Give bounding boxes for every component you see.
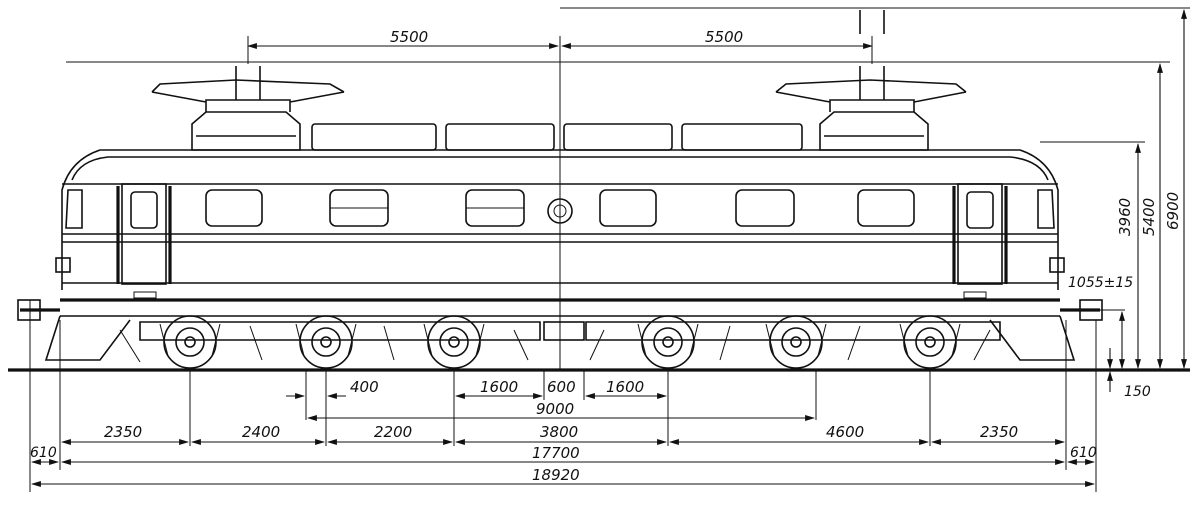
running-gear [17,299,1103,369]
dim-9000: 9000 [536,400,574,418]
dim-1600-b: 1600 [606,378,644,396]
dim-4600: 4600 [826,423,864,441]
dim-1600-a: 1600 [480,378,518,396]
dim-6900: 6900 [1164,192,1182,230]
dimension-lines [29,7,1190,492]
dim-5400: 5400 [1140,198,1158,236]
dim-400: 400 [350,378,379,396]
dim-3960: 3960 [1116,198,1134,236]
dim-610-left: 610 [30,445,57,461]
dim-17700: 17700 [532,444,580,462]
dim-600: 600 [547,378,576,396]
dim-2350-left: 2350 [104,423,142,441]
dim-610-right: 610 [1070,445,1097,461]
dim-1055: 1055±15 [1068,275,1133,291]
wheelset [163,315,957,369]
dim-2350-right: 2350 [980,423,1018,441]
roof-equipment [151,10,967,151]
dim-18920: 18920 [532,466,580,484]
dim-2400: 2400 [242,423,280,441]
dim-3800: 3800 [540,423,578,441]
dimension-labels: 5500 5500 3960 5400 6900 1055±15 150 400… [30,28,1182,484]
dim-150: 150 [1124,384,1151,400]
dim-2200: 2200 [374,423,412,441]
dim-5500-left: 5500 [390,28,428,46]
dim-5500-right: 5500 [705,28,743,46]
